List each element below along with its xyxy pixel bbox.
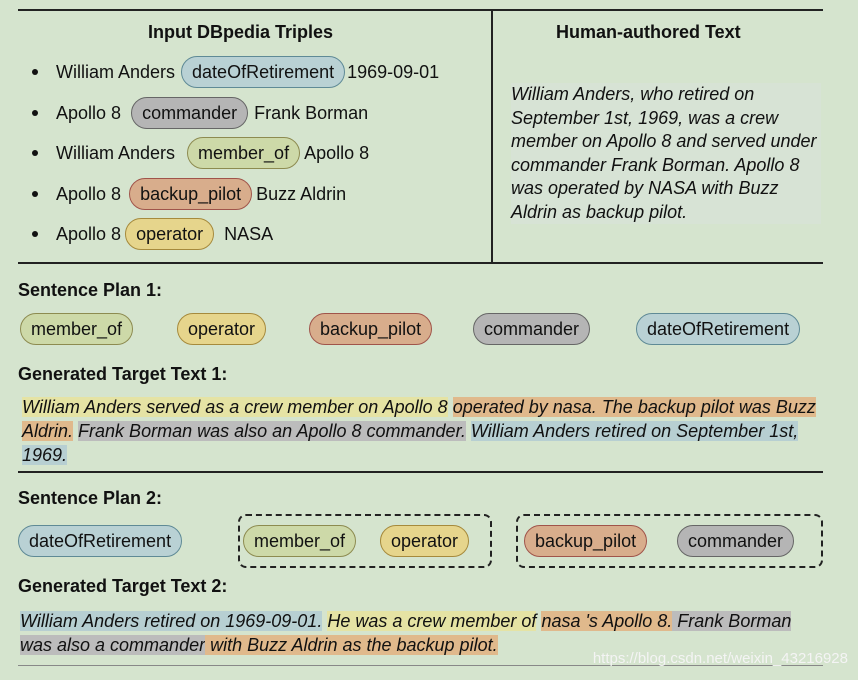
triple-row: Apollo 8 commander Frank Borman bbox=[32, 96, 368, 130]
plan2-pill-commander: commander bbox=[677, 525, 795, 557]
plan2-pill-member-of: member_of bbox=[243, 525, 357, 557]
bullet-icon bbox=[32, 150, 38, 156]
triple-object: NASA bbox=[224, 223, 274, 244]
column-divider bbox=[491, 9, 493, 263]
plan2-pill-backup-pilot: backup_pilot bbox=[524, 525, 648, 557]
triples-bottom-rule bbox=[18, 262, 823, 264]
gen2-segment: He was a crew member of bbox=[327, 611, 537, 631]
triple-object: Buzz Aldrin bbox=[256, 183, 347, 204]
relation-pill-backup-pilot: backup_pilot bbox=[129, 178, 253, 210]
plan2-group-2 bbox=[516, 514, 823, 568]
triples-title: Input DBpedia Triples bbox=[148, 22, 334, 42]
plan1-pill-backup-pilot: backup_pilot bbox=[309, 313, 433, 345]
gen2-segment: William Anders retired on 1969-09-01. bbox=[20, 611, 323, 631]
gen1-label: Generated Target Text 1: bbox=[18, 364, 228, 384]
watermark: https://blog.csdn.net/weixin_43216928 bbox=[592, 650, 848, 667]
gen2-label: Generated Target Text 2: bbox=[18, 576, 228, 596]
relation-pill-dateofretirement: dateOfRetirement bbox=[181, 56, 346, 88]
human-authored-text: William Anders, who retired on September… bbox=[511, 83, 821, 224]
plan2-group-1 bbox=[238, 514, 492, 568]
plan2-pill-operator: operator bbox=[380, 525, 470, 557]
bullet-icon bbox=[32, 69, 38, 75]
gen2-segment: with Buzz Aldrin as the backup pilot. bbox=[205, 635, 498, 655]
triple-object: 1969-09-01 bbox=[347, 61, 440, 82]
gen2-segment: nasa 's Apollo 8. bbox=[541, 611, 673, 631]
triple-object: Apollo 8 bbox=[304, 142, 370, 163]
plan1-pill-commander: commander bbox=[473, 313, 591, 345]
bullet-icon bbox=[32, 231, 38, 237]
triple-row: Apollo 8 operator NASA bbox=[32, 217, 273, 251]
relation-pill-operator: operator bbox=[125, 218, 215, 250]
plan1-label: Sentence Plan 1: bbox=[18, 280, 163, 300]
gen1-segment: operated by nasa. bbox=[452, 397, 597, 417]
triple-subject: William Anders bbox=[56, 142, 176, 163]
gen1-space bbox=[448, 397, 453, 417]
plan2-label: Sentence Plan 2: bbox=[18, 488, 163, 508]
triple-subject: William Anders bbox=[56, 61, 176, 82]
bullet-icon bbox=[32, 110, 38, 116]
triple-subject: Apollo 8 bbox=[56, 223, 122, 244]
gen1-segment: William Anders served as a crew member o… bbox=[22, 397, 448, 417]
gen1-segment: Frank Borman was also an Apollo 8 comman… bbox=[78, 421, 466, 441]
plan2-pill-dateofretirement: dateOfRetirement bbox=[18, 525, 183, 557]
relation-pill-commander: commander bbox=[131, 97, 249, 129]
human-text-title: Human-authored Text bbox=[556, 22, 741, 42]
triple-object: Frank Borman bbox=[254, 102, 369, 123]
bottom-rule bbox=[18, 665, 823, 666]
triple-row: William Anders member_of Apollo 8 bbox=[32, 136, 369, 170]
triple-subject: Apollo 8 bbox=[56, 102, 122, 123]
triple-row: Apollo 8 backup_pilot Buzz Aldrin bbox=[32, 177, 346, 211]
relation-pill-member-of: member_of bbox=[187, 137, 301, 169]
plan1-pill-member-of: member_of bbox=[20, 313, 134, 345]
top-rule bbox=[18, 9, 823, 11]
triple-subject: Apollo 8 bbox=[56, 183, 122, 204]
triple-row: William Anders dateOfRetirement 1969-09-… bbox=[32, 55, 439, 89]
middle-rule bbox=[18, 471, 823, 473]
plan1-pill-dateofretirement: dateOfRetirement bbox=[636, 313, 801, 345]
bullet-icon bbox=[32, 191, 38, 197]
plan1-pill-operator: operator bbox=[177, 313, 267, 345]
generated-text-1: William Anders served as a crew member o… bbox=[22, 395, 827, 467]
generated-text-2: William Anders retired on 1969-09-01. He… bbox=[20, 609, 825, 657]
